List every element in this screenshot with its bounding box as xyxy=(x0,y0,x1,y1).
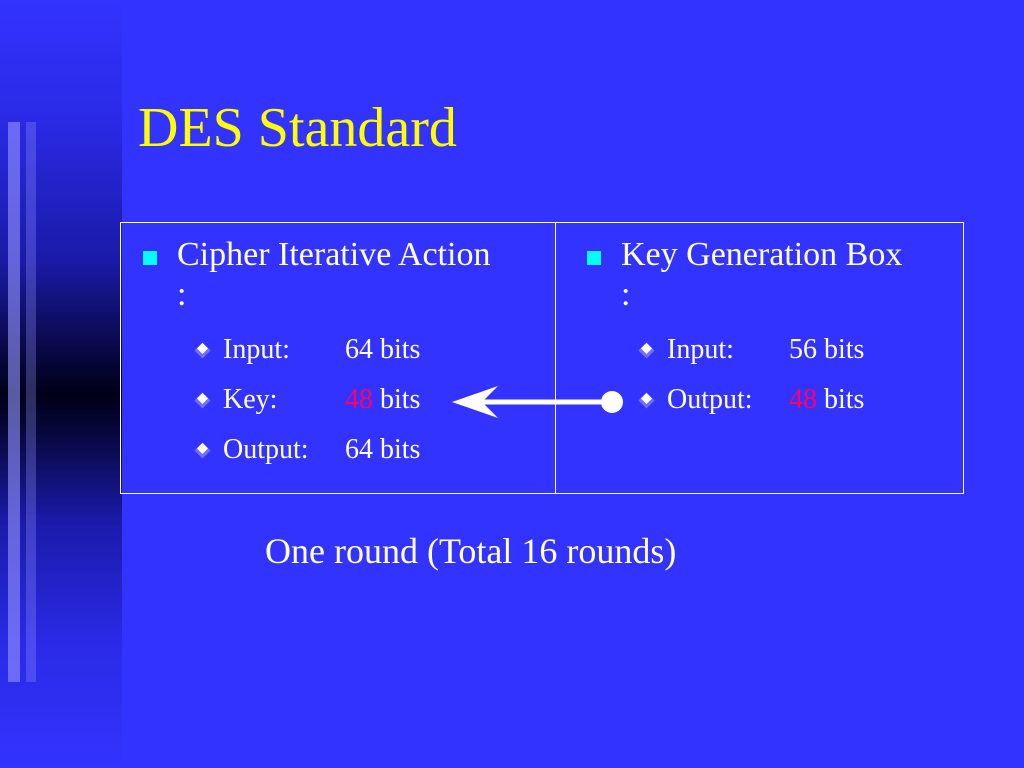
cipher-heading-suffix: : xyxy=(177,276,187,313)
comparison-table: Cipher Iterative Action : Input: 64 bits … xyxy=(120,222,964,494)
diamond-bullet-icon xyxy=(194,392,211,409)
slide-title: DES Standard xyxy=(138,97,457,159)
list-item: Key: 48 bits xyxy=(193,375,551,425)
diamond-bullet-icon xyxy=(638,392,655,409)
item-value: bits xyxy=(373,384,421,415)
item-value: 64 bits xyxy=(345,434,421,465)
item-value: 56 bits xyxy=(789,334,865,365)
decorative-squares xyxy=(8,122,20,682)
square-bullet-icon xyxy=(143,251,157,265)
key-generation-column: Key Generation Box : Input: 56 bits Outpu… xyxy=(585,235,955,425)
item-label: Input: xyxy=(667,334,734,365)
list-item: Input: 56 bits xyxy=(637,325,955,375)
item-label: Output: xyxy=(667,384,753,415)
item-label: Key: xyxy=(223,384,278,415)
column-divider xyxy=(555,223,556,493)
cipher-items: Input: 64 bits Key: 48 bits Output: 64 bits xyxy=(141,325,551,475)
side-decoration-strip xyxy=(0,0,122,768)
arrow-head xyxy=(452,386,498,418)
key-generation-heading-text: Key Generation Box xyxy=(621,236,903,273)
item-value: bits xyxy=(817,384,865,415)
cipher-column: Cipher Iterative Action : Input: 64 bits … xyxy=(141,235,551,475)
item-label: Input: xyxy=(223,334,290,365)
diamond-bullet-icon xyxy=(194,342,211,359)
cipher-heading: Cipher Iterative Action : xyxy=(141,235,551,315)
list-item: Output: 48 bits xyxy=(637,375,955,425)
item-number: 48 xyxy=(345,384,373,415)
item-number: 48 xyxy=(789,384,817,415)
diamond-bullet-icon xyxy=(194,442,211,459)
list-item: Output: 64 bits xyxy=(193,425,551,475)
list-item: Input: 64 bits xyxy=(193,325,551,375)
arrow-left-icon xyxy=(452,386,623,418)
connector-dot xyxy=(601,391,623,413)
diamond-bullet-icon xyxy=(638,342,655,359)
key-generation-heading: Key Generation Box : xyxy=(585,235,955,315)
cipher-heading-text: Cipher Iterative Action xyxy=(177,236,491,273)
square-bullet-icon xyxy=(587,251,601,265)
decorative-squares-secondary xyxy=(26,122,36,682)
key-generation-heading-suffix: : xyxy=(621,276,631,313)
item-label: Output: xyxy=(223,434,309,465)
key-generation-items: Input: 56 bits Output: 48 bits xyxy=(585,325,955,425)
slide-caption: One round (Total 16 rounds) xyxy=(265,531,677,571)
item-value: 64 bits xyxy=(345,334,421,365)
